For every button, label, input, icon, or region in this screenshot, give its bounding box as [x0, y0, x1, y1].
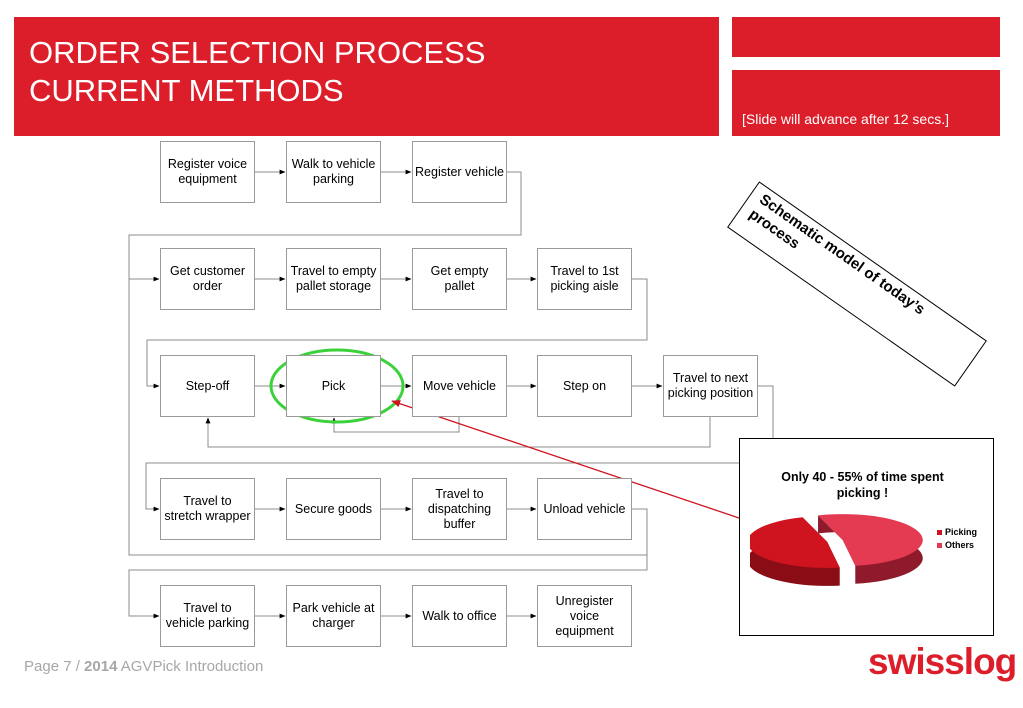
- step-travel-first-picking-aisle: Travel to 1st picking aisle: [537, 248, 632, 310]
- loop-r1-r2: [128, 171, 522, 282]
- footer: Page 7 / 2014 AGVPick Introduction: [24, 658, 263, 675]
- step-travel-empty-pallet-storage: Travel to empty pallet storage: [286, 248, 381, 310]
- legend-item-others: Others: [937, 539, 977, 552]
- step-unregister-voice-equipment: Unregister voice equipment: [537, 585, 632, 647]
- step-unload-vehicle: Unload vehicle: [537, 478, 632, 540]
- step-register-voice-equipment: Register voice equipment: [160, 141, 255, 203]
- pie-chart: [750, 514, 923, 586]
- legend-swatch-picking: [937, 530, 942, 536]
- step-get-empty-pallet: Get empty pallet: [412, 248, 507, 310]
- header-note-banner: [732, 70, 1000, 136]
- legend-label-others: Others: [945, 540, 975, 550]
- chart-legend: Picking Others: [937, 526, 977, 552]
- step-travel-dispatching-buffer: Travel to dispatching buffer: [412, 478, 507, 540]
- slide-title: ORDER SELECTION PROCESS CURRENT METHODS: [29, 34, 485, 110]
- footer-title: AGVPick Introduction: [117, 658, 264, 675]
- slide-title-line1: ORDER SELECTION PROCESS: [29, 35, 486, 70]
- pick-highlight: [269, 348, 405, 424]
- step-pick: Pick: [286, 355, 381, 417]
- slide-title-line2: CURRENT METHODS: [29, 73, 344, 108]
- callout-arrow: [391, 400, 743, 520]
- footer-year: 2014: [84, 658, 118, 675]
- legend-swatch-others: [937, 543, 942, 549]
- step-walk-to-office: Walk to office: [412, 585, 507, 647]
- pie-slice-picking: [750, 517, 840, 568]
- legend-item-picking: Picking: [937, 526, 977, 539]
- footer-page: Page 7 /: [24, 658, 85, 675]
- title-banner: [14, 17, 719, 136]
- step-step-off: Step-off: [160, 355, 255, 417]
- loop-r4-r5b: [128, 508, 648, 619]
- chart-title: Only 40 - 55% of time spent picking !: [781, 470, 944, 500]
- step-step-on: Step on: [537, 355, 632, 417]
- step-travel-stretch-wrapper: Travel to stretch wrapper: [160, 478, 255, 540]
- step-get-customer-order: Get customer order: [160, 248, 255, 310]
- step-travel-next-picking-position: Travel to next picking position: [663, 355, 758, 417]
- step-secure-goods: Secure goods: [286, 478, 381, 540]
- pie-chart-panel: Only 40 - 55% of time spent picking ! Pi…: [739, 438, 994, 636]
- legend-label-picking: Picking: [945, 527, 978, 537]
- step-travel-vehicle-parking: Travel to vehicle parking: [160, 585, 255, 647]
- loop-next-stepoff: [205, 417, 711, 448]
- loop-r3-r4: [145, 385, 774, 512]
- step-move-vehicle: Move vehicle: [412, 355, 507, 417]
- loop-r2-r3: [146, 278, 648, 389]
- slide-advance-note: [Slide will advance after 12 secs.]: [742, 111, 949, 127]
- step-register-vehicle: Register vehicle: [412, 141, 507, 203]
- step-walk-to-vehicle-parking: Walk to vehicle parking: [286, 141, 381, 203]
- swisslog-logo: swisslog: [868, 641, 1017, 682]
- pie-slice-others: [818, 514, 923, 566]
- header-accent-bar: [732, 17, 1000, 57]
- loop-move-pick: [331, 417, 460, 433]
- step-park-vehicle-at-charger: Park vehicle at charger: [286, 585, 381, 647]
